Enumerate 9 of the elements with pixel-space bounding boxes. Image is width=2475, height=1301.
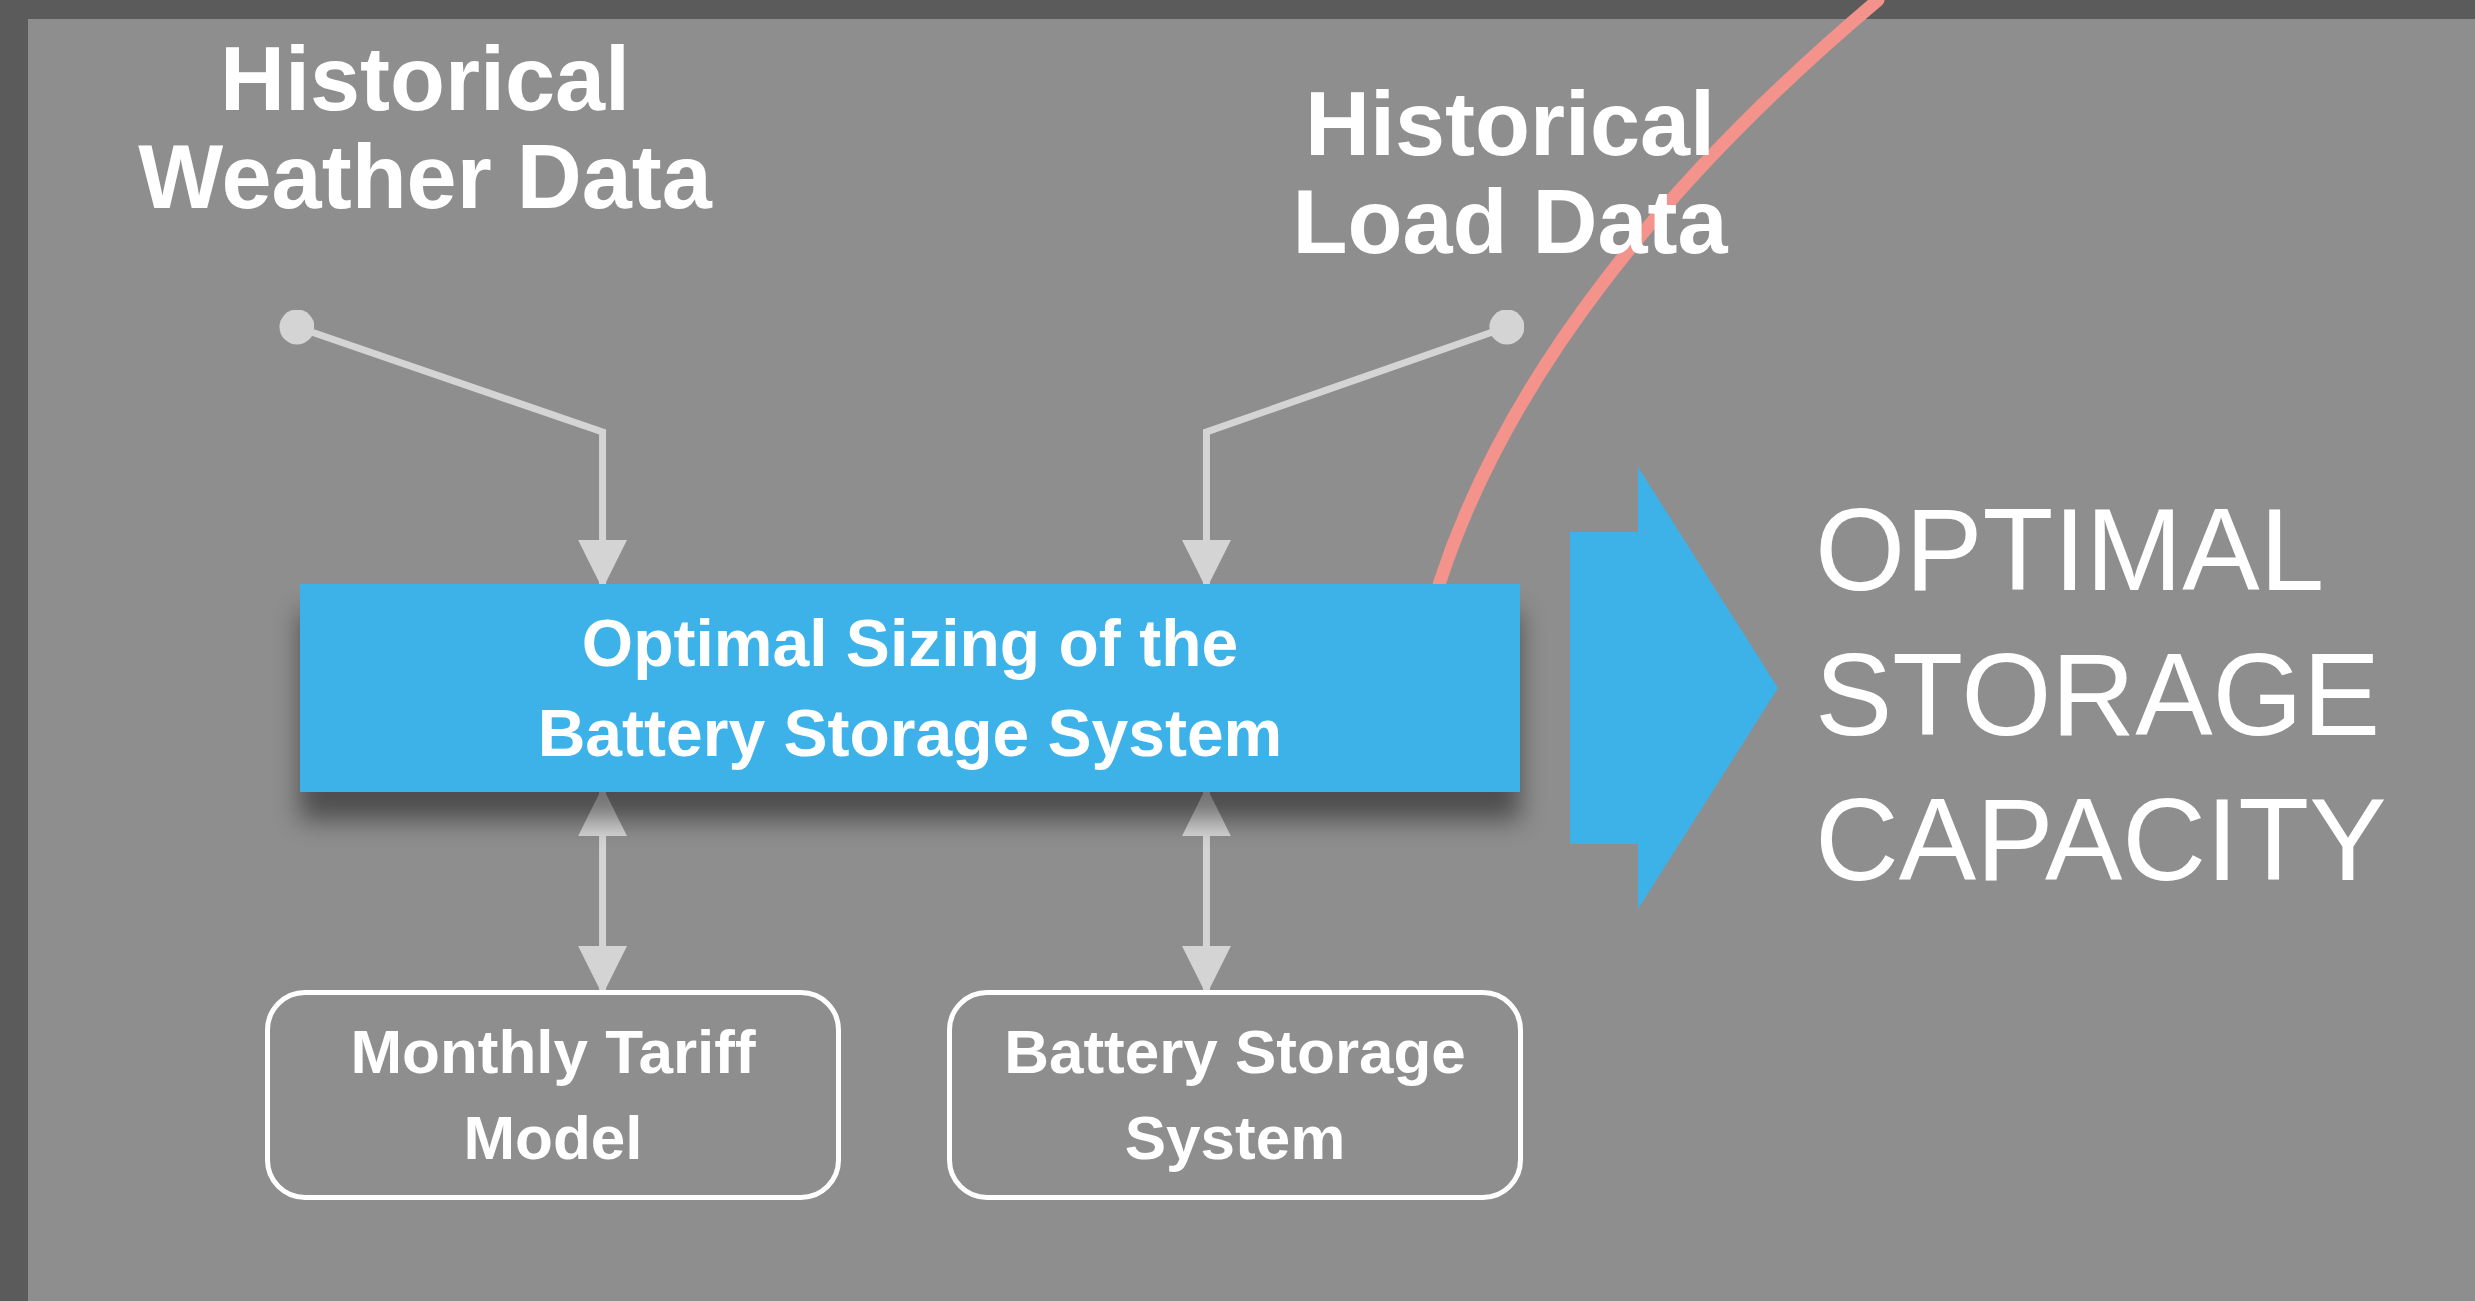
box-label: Battery Storage System (1003, 1016, 1467, 1174)
process-box (300, 584, 1520, 792)
box-label: Monthly Tariff Model (349, 1016, 757, 1174)
rounded-box (947, 990, 1523, 1200)
result-label: OPTIMAL STORAGE CAPACITY (1815, 483, 2388, 907)
source-label: Historical Weather Data (137, 30, 714, 226)
block-arrow (1570, 467, 1778, 909)
box-label: Optimal Sizing of the Battery Storage System (536, 605, 1284, 772)
rounded-box (265, 990, 841, 1200)
